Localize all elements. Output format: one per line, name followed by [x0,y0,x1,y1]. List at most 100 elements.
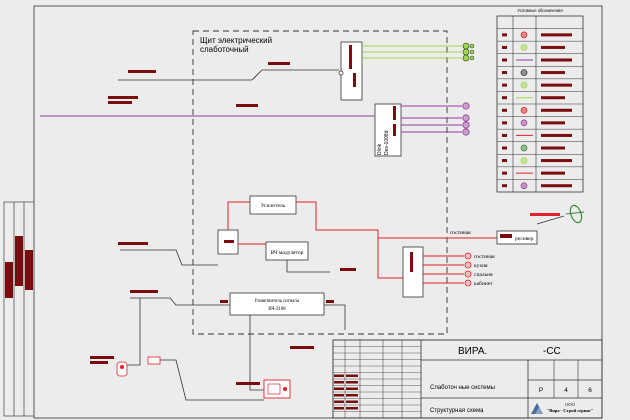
doc-code-suffix: -СС [543,346,561,357]
legend-row-number-redaction [502,108,507,112]
receiver-label: ресивер [515,236,534,242]
legend-description-redaction [541,146,565,150]
legend-row-number-redaction [502,133,507,137]
signature-redaction [334,387,344,390]
lan-socket-icon [462,121,470,129]
tv-outlet-icon [464,252,472,260]
antenna-feed [120,249,218,266]
lan-lines [40,105,462,133]
legend-row-number-redaction [502,146,507,150]
phone-box-mark [349,45,352,69]
phone-feed-label-redaction [268,62,290,65]
video-line [286,260,330,273]
lan-feed-label-redaction [108,101,132,104]
signature-redaction [346,381,358,384]
legend-row-number-redaction [502,33,507,37]
feed-label: гостиная [450,230,471,236]
org-form: ООО [565,402,575,407]
signature-redaction [346,374,358,377]
tv-outlet-label: кухня [474,263,488,269]
org-name: "Вира - Строй сервис" [547,408,594,413]
lan-feed-label-redaction [108,96,138,99]
legend-description-redaction [541,96,565,100]
phone-input-node [338,70,344,76]
dish-label-redaction [530,213,560,216]
margin-redaction [15,236,23,286]
legend-symbol-icon [520,81,528,89]
legend-symbol-icon [520,144,528,152]
title-block: ВИРА. -СС Слаботоч ные системы Структурн… [332,339,603,419]
tv-outlet-icon [464,270,472,278]
panel-boundary [192,30,448,335]
panel-subtitle: слаботочный [200,45,249,54]
legend-description-redaction [541,45,565,49]
splitter-redaction [326,300,334,303]
left-margin-strip [3,201,35,417]
legend-row-number-redaction [502,96,507,100]
legend-symbol-icon [520,31,528,39]
signature-redaction [346,407,358,410]
legend-symbol-icon [520,106,528,114]
legend-symbol-icon [520,119,528,127]
legend-symbol-icon [520,44,528,51]
legend-description-redaction [541,33,572,37]
tv-outlets: гостиная кухня спальня кабинет [464,252,495,287]
legend-row-number-redaction [502,171,507,175]
receiver-mark [500,234,512,238]
intercom-call-panel [116,361,128,377]
switch-port-mark [393,124,396,136]
signal-splitter-label: Разветвитель сигнала [255,299,300,304]
tv-outlet-icon [464,279,472,287]
legend-row-number-redaction [502,184,507,188]
drawing-frame [33,5,603,419]
phone-socket-icon [462,54,470,62]
call-panel-camera-icon [120,365,124,369]
monitor-line [249,315,264,391]
phone-feed-line [118,69,339,81]
splitter-redaction [220,300,228,303]
legend-row-number-redaction [502,83,507,87]
signal-wiring [120,249,346,401]
phone-socket-icon [462,48,470,56]
signal-splitter [229,292,325,316]
sheet-count: 6 [588,387,592,394]
system-name: Слаботоч ные системы [430,385,495,391]
av-label-redaction [90,361,108,364]
sheet-number: 4 [564,387,568,394]
legend-symbol-icon [520,69,528,76]
legend-row-number-redaction [502,121,507,125]
switch-label: Dlink [377,143,383,155]
coax-line [227,201,250,230]
lan-socket-icon [462,102,470,110]
satellite-dish-icon [569,204,583,224]
company-logo-accent [535,407,543,414]
rf-modulator-label: ВЧ модулятор [271,250,304,256]
phone-socket-icon [469,49,475,55]
legend-row-number-redaction [502,159,507,163]
signal-splitter-model: ВЧ-3108 [268,307,286,312]
monitor-button-icon [283,387,287,391]
signature-redaction [346,387,358,390]
splitter-out [324,304,346,330]
legend-symbol-icon [520,182,528,190]
signature-redaction [346,400,358,403]
phone-lines [362,45,462,59]
splitter-feed [130,297,230,306]
coax-line [296,201,403,279]
legend-row-number-redaction [502,71,507,75]
signature-grid [333,340,421,418]
monitor-label-redaction [236,382,260,385]
signature-redaction [334,381,344,384]
lan-feed-label-redaction [236,104,258,107]
lan-sockets [462,102,470,136]
legend-description-redaction [541,133,572,137]
phone-socket-icon [462,42,470,50]
signature-redaction [334,407,344,410]
legend-description-redaction [541,83,572,87]
tv-outlet-icon [464,261,472,269]
sheet-name: Структурная схема [430,408,484,414]
tv-outlet-label: кабинет [474,280,493,287]
legend-description-redaction [541,121,565,125]
dish-feed-arm [565,211,585,215]
company-logo-icon [531,403,543,414]
